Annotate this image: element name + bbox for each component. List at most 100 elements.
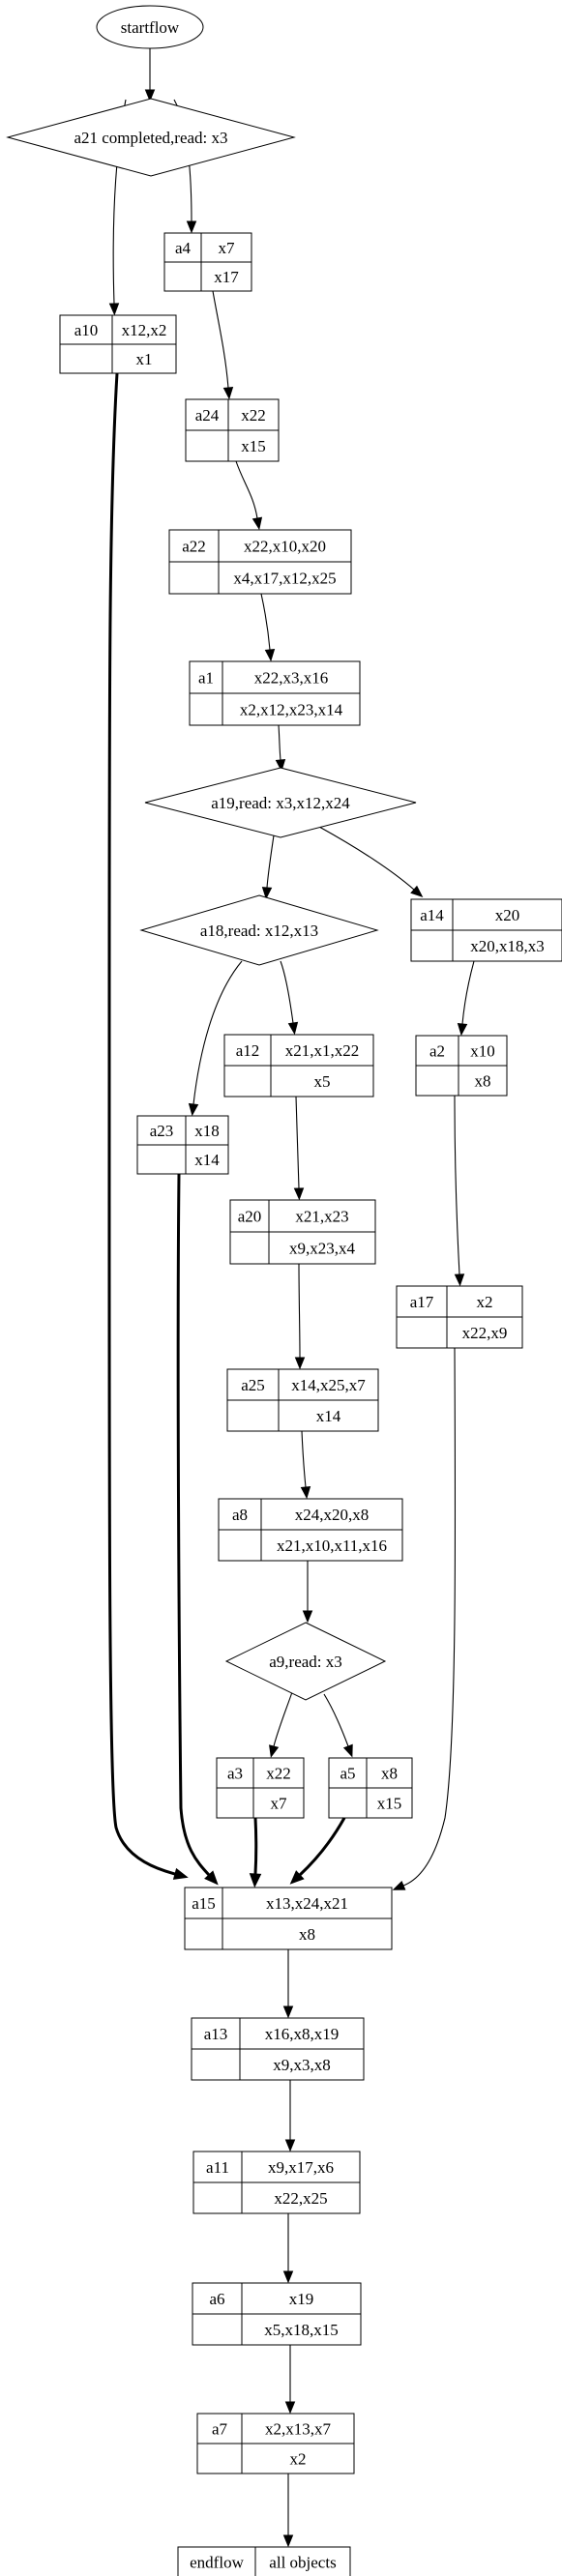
activity-name: a20 [238,1208,262,1226]
activity-bottom-objects: x22,x9 [462,1324,508,1342]
activity-bottom-objects: x15 [377,1795,402,1813]
activity-name: a22 [182,538,206,556]
activity-name: a24 [195,406,220,424]
activity-bottom-objects: x14 [316,1407,341,1425]
edge-line [192,960,243,1105]
decision-diamond [144,767,417,838]
activity-top-objects: x10 [470,1042,495,1061]
activity-name: a17 [410,1293,434,1311]
activity-top-objects: x22 [241,406,266,424]
activity-name: a10 [74,321,99,339]
arrowhead [410,885,424,898]
activity-name: a11 [206,2158,229,2177]
activity-name: a12 [236,1041,260,1060]
edge-line [235,460,258,519]
activity-top-objects: x16,x8,x19 [265,2025,340,2043]
edge-line [323,1693,349,1747]
edge-line [402,1347,457,1887]
activity-a22: a22 x22,x10,x20 x4,x17,x12,x25 [168,529,352,595]
arrowhead [186,220,197,234]
edge-d_a19-to-a14 [318,826,424,898]
arrowhead [222,387,234,400]
activity-top-objects: x12,x2 [122,321,167,339]
activity-bottom-objects: x4,x17,x12,x25 [233,570,336,588]
arrowhead [457,1022,468,1037]
edge-line [278,724,281,761]
activity-bottom-objects: x8 [475,1072,491,1091]
arrowhead [284,2401,296,2415]
arrowhead [289,1870,305,1885]
activity-top-objects: x24,x20,x8 [295,1506,370,1524]
edge-a23-to-a15 [176,1173,219,1886]
edge-line [298,1817,346,1877]
activity-bottom-objects: x9,x3,x8 [273,2056,331,2074]
decision-a9: a9,read: x3 [224,1622,387,1701]
edge-line [318,826,415,891]
arrowhead [144,89,156,102]
activity-top-objects: x22,x10,x20 [244,538,326,556]
activity-name: a6 [209,2290,224,2308]
arrowhead [454,1273,465,1287]
edge-line [454,1095,460,1275]
activity-top-objects: x13,x24,x21 [266,1894,348,1913]
activity-name: a13 [204,2025,228,2043]
activity-top-objects: x20 [495,906,520,924]
edge-a7-to-endflow [282,2473,294,2548]
edge-line [107,372,176,1876]
edge-a25-to-a8 [300,1430,311,1500]
arrowhead [282,2534,294,2548]
edge-line [260,593,271,651]
activity-a13: a13 x16,x8,x19 x9,x3,x8 [191,2017,365,2081]
edges-layer [107,48,475,2548]
activity-top-objects: x2 [477,1293,493,1311]
activity-bottom-objects: x5,x18,x15 [264,2321,339,2339]
decision-label: a21 completed,read: x3 [74,129,227,147]
activity-name: a25 [241,1376,265,1394]
activity-bottom-objects: x5 [314,1072,331,1091]
activity-top-objects: x14,x25,x7 [291,1376,366,1394]
activity-a15: a15 x13,x24,x21 x8 [184,1887,393,1950]
edge-d_a19-to-d_a18 [261,834,275,900]
activity-box [177,2546,351,2576]
start-ellipse [96,5,204,49]
activity-bottom-objects: x17 [214,268,239,286]
activity-top-objects: x22,x3,x16 [254,669,329,688]
decision-a19: a19,read: x3,x12,x24 [144,767,417,838]
arrowhead [287,1021,299,1036]
edge-line [176,1173,211,1877]
activity-name: a1 [198,669,214,688]
decision-label: a9,read: x3 [269,1653,342,1671]
arrowhead [108,303,120,316]
activity-name: a8 [232,1506,248,1524]
activity-bottom-objects: x21,x10,x11,x16 [277,1537,387,1555]
edge-a11-to-a6 [282,2212,294,2284]
activity-top-objects: x19 [289,2290,314,2308]
edge-a6-to-a7 [284,2344,296,2415]
edge-a5-to-a15 [289,1817,346,1885]
activity-name: a15 [192,1894,216,1913]
decision-diamond [139,894,379,966]
edge-a13-to-a11 [284,2079,296,2152]
activity-top-objects: x18 [194,1122,220,1140]
arrowhead [282,2005,294,2019]
activity-bottom-objects: x14 [194,1151,220,1169]
activity-name: endflow [190,2554,244,2572]
activity-bottom-objects: x8 [299,1925,315,1944]
edge-d_a18-to-a12 [280,960,299,1036]
arrowhead [302,1610,313,1624]
activity-top-objects: x8 [381,1765,398,1783]
edge-a8-to-d_a9 [302,1561,313,1624]
arrowhead [172,1867,189,1880]
edge-line [280,960,294,1024]
edge-d_a9-to-a3 [269,1691,293,1758]
activity-top-objects: x21,x23 [295,1208,348,1226]
edge-a12-to-a20 [293,1096,305,1201]
